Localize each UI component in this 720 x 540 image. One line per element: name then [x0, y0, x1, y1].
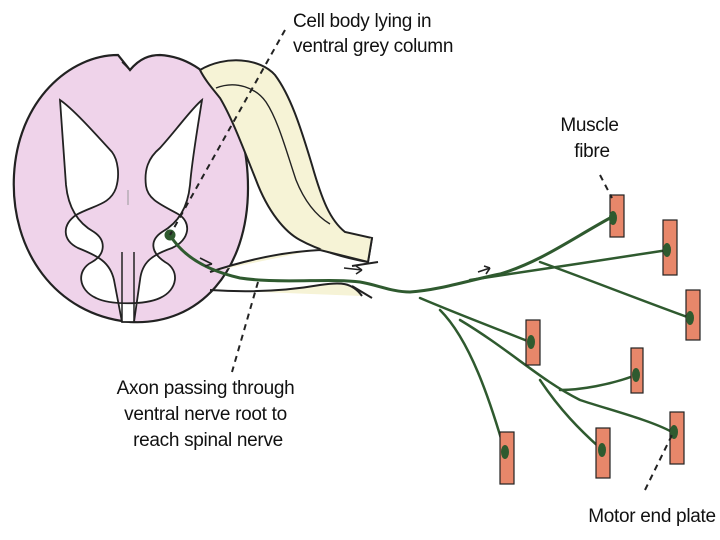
- cell-body-label-line2: ventral grey column: [293, 36, 453, 57]
- ventral-root: [209, 237, 373, 297]
- muscle-fibre-label-line2: fibre: [574, 141, 609, 162]
- arrow: [199, 257, 213, 267]
- axon-main: [168, 216, 612, 294]
- axon-label-line2: ventral nerve root to: [124, 404, 287, 425]
- leader-muscle-fibre: [599, 174, 613, 199]
- axon-branch: [558, 373, 638, 392]
- end-plate: [663, 243, 671, 257]
- end-plate: [632, 368, 640, 382]
- leader-motor-end-plate: [644, 434, 673, 491]
- axon: [164, 216, 692, 454]
- muscle-fibre-label: Muscle fibre: [560, 115, 623, 162]
- axon-label-line1: Axon passing through: [117, 378, 295, 399]
- arrow: [343, 265, 363, 275]
- muscle-fibre-label-line1: Muscle: [560, 115, 618, 136]
- spinal-cord-outline: [12, 53, 250, 324]
- leader-axon: [231, 281, 259, 373]
- end-plate: [609, 211, 617, 225]
- motor-end-plate-label: Motor end plate: [588, 506, 716, 527]
- leader-lines: [169, 29, 673, 491]
- axon-branch: [458, 318, 674, 434]
- nerve-roots: [198, 59, 379, 299]
- axon-branch: [538, 378, 602, 450]
- axon-label-line3: reach spinal nerve: [133, 430, 283, 451]
- end-plate: [686, 311, 694, 325]
- spinal-cord: [12, 53, 250, 324]
- axon-branch: [538, 260, 692, 320]
- ventral-median-fissure: [121, 252, 135, 322]
- end-plate: [527, 335, 535, 349]
- dorsal-median-sulcus: [121, 61, 139, 72]
- axon-branch: [468, 248, 670, 282]
- axon-branch: [418, 296, 532, 344]
- end-plate: [501, 445, 509, 459]
- axon-label: Axon passing through ventral nerve root …: [117, 378, 300, 451]
- direction-arrows: [199, 257, 491, 275]
- end-plate: [598, 443, 606, 457]
- dorsal-root-inner: [215, 84, 331, 225]
- spinal-nerve-stub: [351, 261, 379, 299]
- cell-body-label-line1: Cell body lying in: [293, 11, 431, 32]
- cell-body-label: Cell body lying in ventral grey column: [293, 11, 453, 57]
- axon-branch: [438, 308, 507, 454]
- arrow: [477, 265, 491, 275]
- grey-matter: [58, 97, 204, 323]
